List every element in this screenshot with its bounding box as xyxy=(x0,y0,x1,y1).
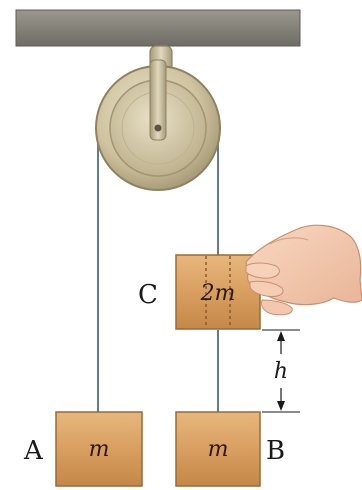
block-c: 2m xyxy=(175,254,261,330)
block-c-mass-label: 2m xyxy=(200,281,236,306)
pulley-icon xyxy=(95,59,221,191)
height-dimension: h xyxy=(262,329,300,413)
block-a-mass-label: m xyxy=(89,437,110,462)
height-label: h xyxy=(274,359,288,384)
block-c-label: C xyxy=(138,280,158,310)
block-b-mass-label: m xyxy=(208,437,229,462)
block-b: m xyxy=(175,411,261,487)
block-a-label: A xyxy=(23,436,44,466)
block-a: m xyxy=(55,411,143,487)
block-b-label: B xyxy=(266,436,285,466)
ceiling xyxy=(15,9,301,47)
hand-icon xyxy=(245,224,362,316)
